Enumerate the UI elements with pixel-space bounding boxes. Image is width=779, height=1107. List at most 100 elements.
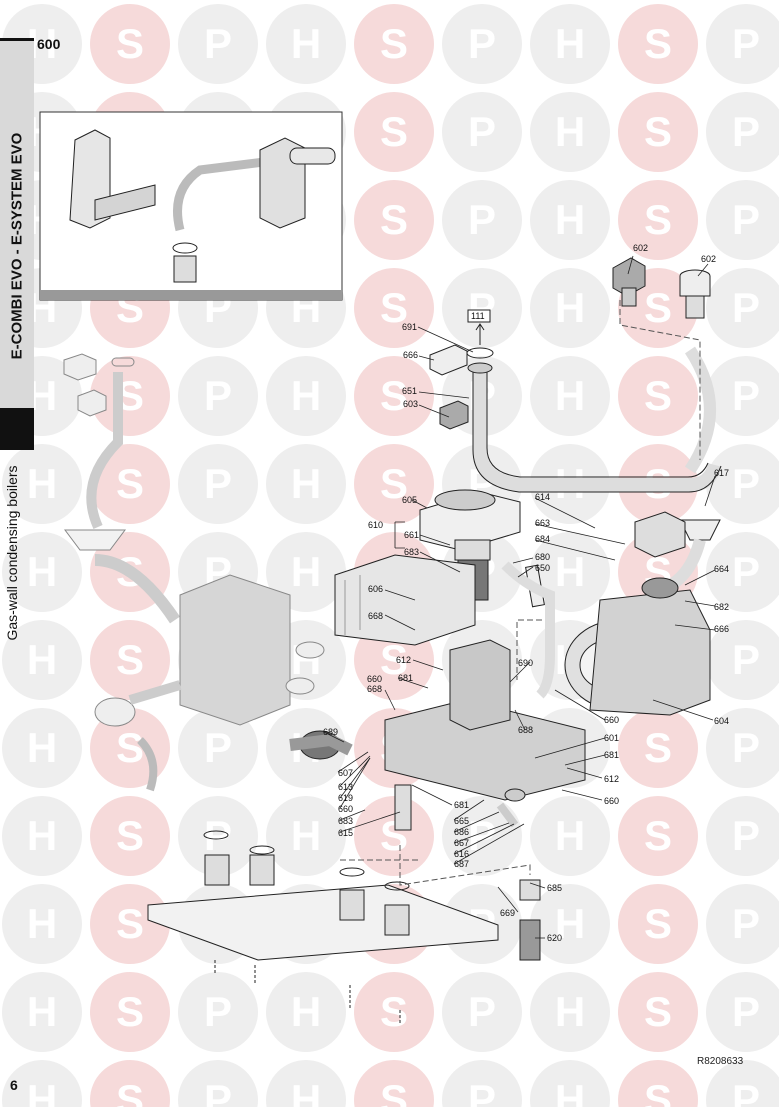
watermark-p-logo: P [442,1060,522,1107]
svg-text:H: H [291,812,321,859]
watermark-h-logo: H [2,1060,82,1107]
svg-text:S: S [644,372,672,419]
part-label-616: 616 [454,849,469,859]
watermark-h-logo: H [266,796,346,876]
part-label-682: 682 [714,602,729,612]
watermark-p-logo: P [178,4,258,84]
svg-text:P: P [732,812,760,859]
part-label-664: 664 [714,564,729,574]
watermark-p-logo: P [178,708,258,788]
watermark-s-logo: S [618,972,698,1052]
watermark-h-logo: H [530,4,610,84]
part-label-690: 690 [518,658,533,668]
watermark-p-logo: P [706,796,779,876]
mounting-plate [147,830,499,1025]
part-label-660c: 660 [338,804,353,814]
svg-text:P: P [732,108,760,155]
part-label-668a: 668 [368,611,383,621]
svg-text:P: P [468,284,496,331]
svg-text:S: S [644,900,672,947]
watermark-p-logo: P [178,356,258,436]
svg-text:P: P [732,196,760,243]
watermark-h-logo: H [530,268,610,348]
svg-text:P: P [732,900,760,947]
part-label-660a: 660 [367,674,382,684]
watermark-h-logo: H [530,356,610,436]
part-label-661: 661 [404,530,419,540]
page-number: 6 [10,1077,18,1093]
svg-text:P: P [468,20,496,67]
watermark-s-logo: S [618,884,698,964]
svg-text:P: P [732,548,760,595]
watermark-s-logo: S [618,356,698,436]
svg-text:H: H [555,108,585,155]
svg-text:S: S [380,196,408,243]
watermark-h-logo: H [2,708,82,788]
ref-box-111 [467,309,491,323]
manifold-601 [289,561,586,831]
part-label-660d: 660 [604,796,619,806]
watermark-p-logo: P [442,972,522,1052]
part-label-687: 687 [454,859,469,869]
part-label-689: 689 [323,727,338,737]
part-label-680: 680 [535,552,550,562]
svg-text:S: S [644,1076,672,1107]
watermark-s-logo: S [90,444,170,524]
svg-text:S: S [380,284,408,331]
part-label-603: 603 [403,399,418,409]
svg-text:P: P [468,1076,496,1107]
section-number: 600 [37,36,61,52]
svg-text:P: P [204,724,232,771]
watermark-p-logo: P [706,4,779,84]
part-label-666b: 666 [714,624,729,634]
watermark-s-logo: S [354,1060,434,1107]
svg-text:P: P [204,372,232,419]
part-label-601: 601 [604,733,619,743]
watermark-p-logo: P [178,444,258,524]
watermark-s-logo: S [618,92,698,172]
svg-text:H: H [291,20,321,67]
svg-text:H: H [27,900,57,947]
sidebar-top-rule [0,38,34,41]
svg-text:H: H [27,1076,57,1107]
part-620 [519,919,541,961]
part-label-619: 619 [338,793,353,803]
watermark-s-logo: S [354,4,434,84]
svg-text:S: S [380,20,408,67]
part-label-688: 688 [518,725,533,735]
part-label-667: 667 [454,838,469,848]
watermark-s-logo: S [354,444,434,524]
watermark-h-logo: H [2,444,82,524]
svg-text:S: S [644,724,672,771]
svg-text:P: P [204,460,232,507]
watermark-h-logo: H [266,972,346,1052]
watermark-h-logo: H [266,4,346,84]
sensor-602-left [612,257,646,307]
assembly-guide-lines [340,300,701,886]
svg-text:H: H [291,372,321,419]
svg-text:H: H [291,988,321,1035]
watermark-s-logo: S [90,884,170,964]
sidebar-black-tab [0,408,34,450]
watermark-h-logo: H [266,356,346,436]
part-label-604: 604 [714,716,729,726]
svg-text:S: S [644,108,672,155]
watermark-p-logo: P [706,532,779,612]
svg-text:S: S [116,812,144,859]
svg-text:S: S [644,284,672,331]
part-label-614: 614 [535,492,550,502]
svg-text:H: H [291,460,321,507]
svg-text:S: S [380,372,408,419]
watermark-h-logo: H [2,884,82,964]
watermark-p-logo: P [706,972,779,1052]
watermark-h-logo: H [2,972,82,1052]
watermark-h-logo: H [530,1060,610,1107]
svg-text:P: P [732,724,760,771]
svg-text:H: H [555,900,585,947]
watermark-p-logo: P [442,180,522,260]
svg-text:H: H [27,548,57,595]
pump-604 [564,511,711,716]
watermark-p-logo: P [706,92,779,172]
